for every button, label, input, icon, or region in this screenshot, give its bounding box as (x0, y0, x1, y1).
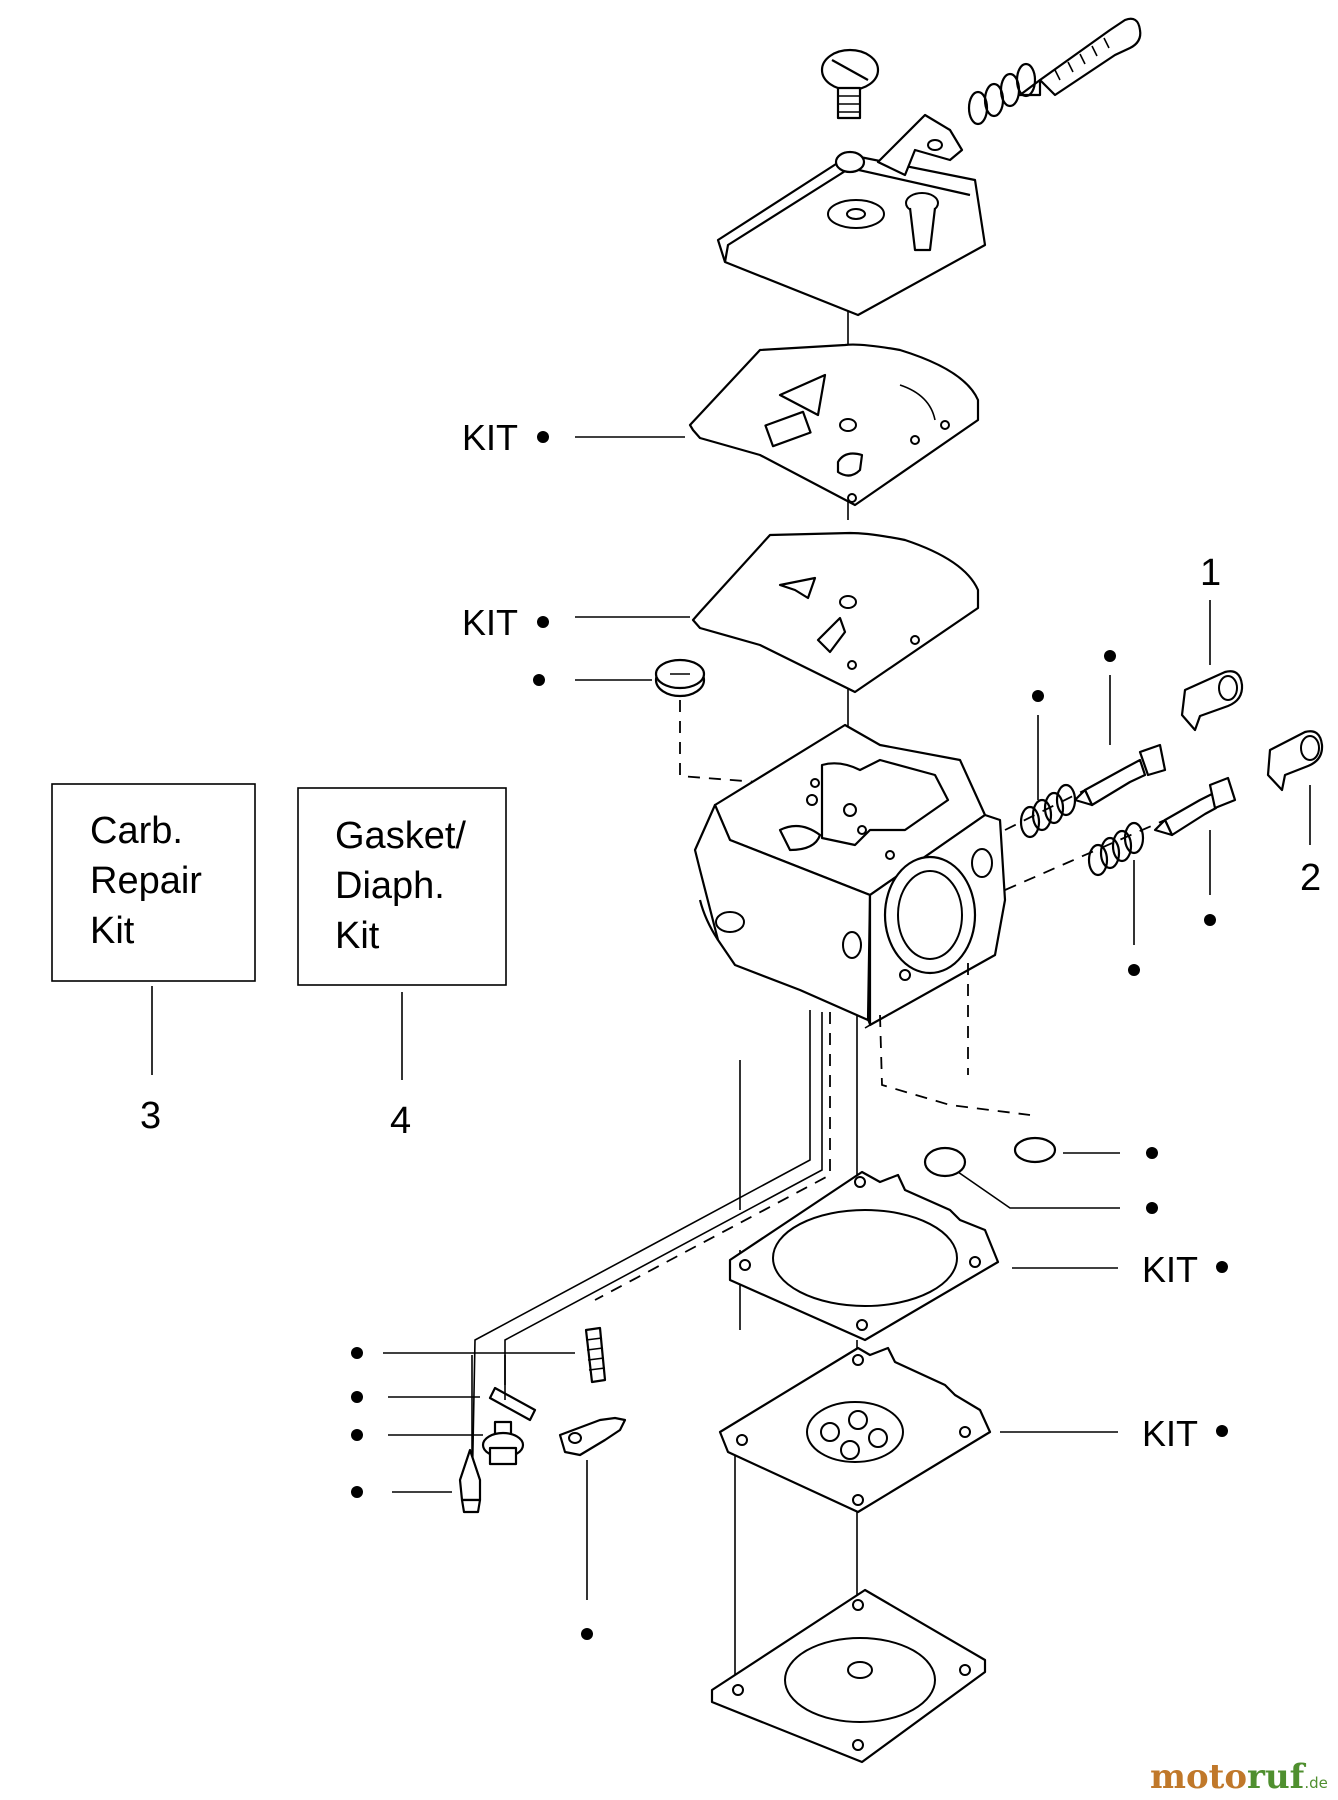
watermark-logo: motoruf.de (1150, 1757, 1328, 1797)
kit-box-line: Gasket/ (335, 815, 466, 857)
main-needle-spring (1087, 821, 1145, 877)
kit-box-line: Carb. (90, 810, 183, 852)
limiter-cap-2 (1266, 730, 1324, 792)
idle-needle (1073, 743, 1167, 807)
kit-box-line: Kit (335, 915, 380, 957)
ref-number: 2 (1300, 857, 1321, 899)
kit-box-line: Kit (90, 910, 135, 952)
pump-gasket (728, 1170, 1000, 1342)
kit-label: KIT (1142, 1413, 1198, 1454)
metering-screw (1018, 17, 1142, 97)
metering-diaphragm (691, 531, 980, 694)
inlet-needle-guides (471, 1355, 506, 1455)
carb-repair-kit-box: Carb. Repair Kit 3 (51, 783, 256, 1137)
needle-axis-1 (1004, 789, 1086, 831)
gasket-diaph-kit-box: Gasket/ Diaph. Kit 4 (297, 787, 507, 1142)
metering-cover (716, 113, 987, 317)
ref-number: 1 (1200, 552, 1221, 594)
kit-callout-4: KIT (1000, 1413, 1228, 1454)
kit-callout-3: KIT (1012, 1249, 1228, 1290)
ref-number: 3 (140, 1095, 161, 1137)
metering-lever-screw (351, 1420, 525, 1466)
kit-box-line: Diaph. (335, 865, 445, 907)
pump-cover (710, 1588, 987, 1764)
ref-number: 4 (390, 1100, 411, 1142)
ref-callout-1: 1 (1200, 552, 1221, 665)
cover-screw (820, 48, 880, 120)
inlet-control-spring (351, 1326, 607, 1384)
kit-callout-1: KIT (462, 417, 685, 458)
small-screen (1013, 1136, 1158, 1164)
welch-plug (923, 1146, 1158, 1214)
kit-box-line: Repair (90, 860, 202, 902)
kit-label: KIT (462, 417, 518, 458)
svg-text:motoruf.de: motoruf.de (1150, 1757, 1328, 1797)
fulcrum-pin (351, 1386, 537, 1422)
carburetor-body (693, 723, 1007, 1029)
kit-label: KIT (1142, 1249, 1198, 1290)
watermark-text-2: ruf (1247, 1757, 1307, 1797)
watermark-suffix: .de (1304, 1774, 1328, 1792)
pump-diaphragm (718, 1346, 992, 1514)
metering-spring (967, 62, 1037, 126)
metering-lever (558, 1416, 627, 1640)
needle-callouts (1032, 650, 1216, 976)
kit-label: KIT (462, 602, 518, 643)
metering-gasket (688, 343, 980, 507)
kit-callout-2: KIT (462, 602, 690, 643)
inlet-needle (351, 1448, 482, 1514)
needle-axis-2 (1004, 819, 1166, 891)
main-needle (1153, 776, 1237, 837)
ref-callout-2: 2 (1300, 785, 1321, 899)
watermark-text-1: moto (1150, 1757, 1247, 1797)
limiter-cap-1 (1180, 670, 1244, 732)
idle-needle-spring (1019, 783, 1077, 839)
inlet-screen (533, 658, 809, 787)
